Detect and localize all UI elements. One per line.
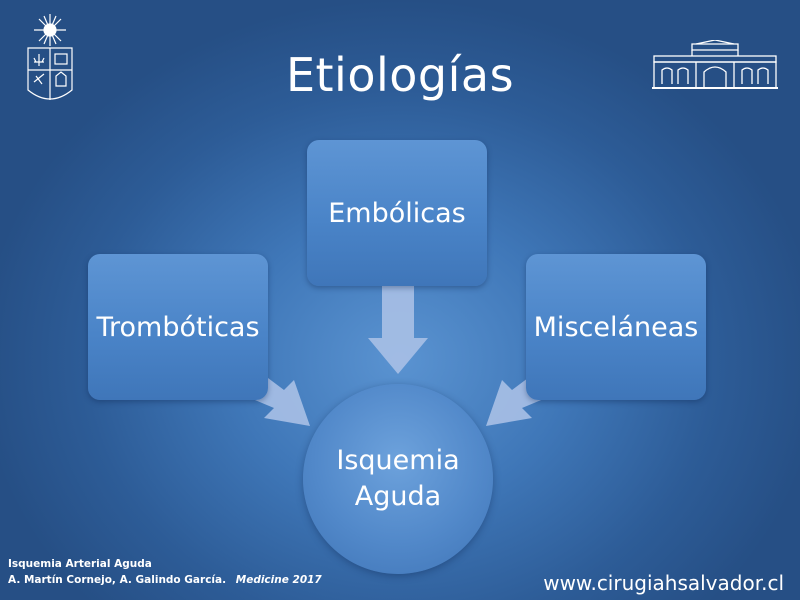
- slide-title: Etiologías: [285, 48, 515, 102]
- cause-tromboticas-label: Trombóticas: [96, 311, 260, 343]
- university-crest-icon: [27, 14, 73, 100]
- reference-citation: Isquemia Arterial Aguda A. Martín Cornej…: [8, 556, 322, 588]
- isquemia-aguda-circle: Isquemia Aguda: [303, 384, 493, 574]
- cause-embolicas-label: Embólicas: [328, 197, 466, 229]
- reference-journal: Medicine 2017: [235, 574, 322, 586]
- center-label-line1: Isquemia: [336, 445, 460, 476]
- website-url: www.cirugiahsalvador.cl: [543, 571, 784, 595]
- cause-embolicas-box: Embólicas: [307, 140, 487, 286]
- center-label-line2: Aguda: [354, 481, 442, 512]
- reference-title: Isquemia Arterial Aguda: [8, 558, 152, 570]
- arrow-down-icon: [368, 284, 428, 374]
- cause-tromboticas-box: Trombóticas: [88, 254, 268, 400]
- hospital-building-icon: [652, 40, 778, 89]
- reference-authors: A. Martín Cornejo, A. Galindo García.: [8, 574, 227, 586]
- cause-miscelaneas-box: Misceláneas: [526, 254, 706, 400]
- cause-miscelaneas-label: Misceláneas: [533, 311, 699, 343]
